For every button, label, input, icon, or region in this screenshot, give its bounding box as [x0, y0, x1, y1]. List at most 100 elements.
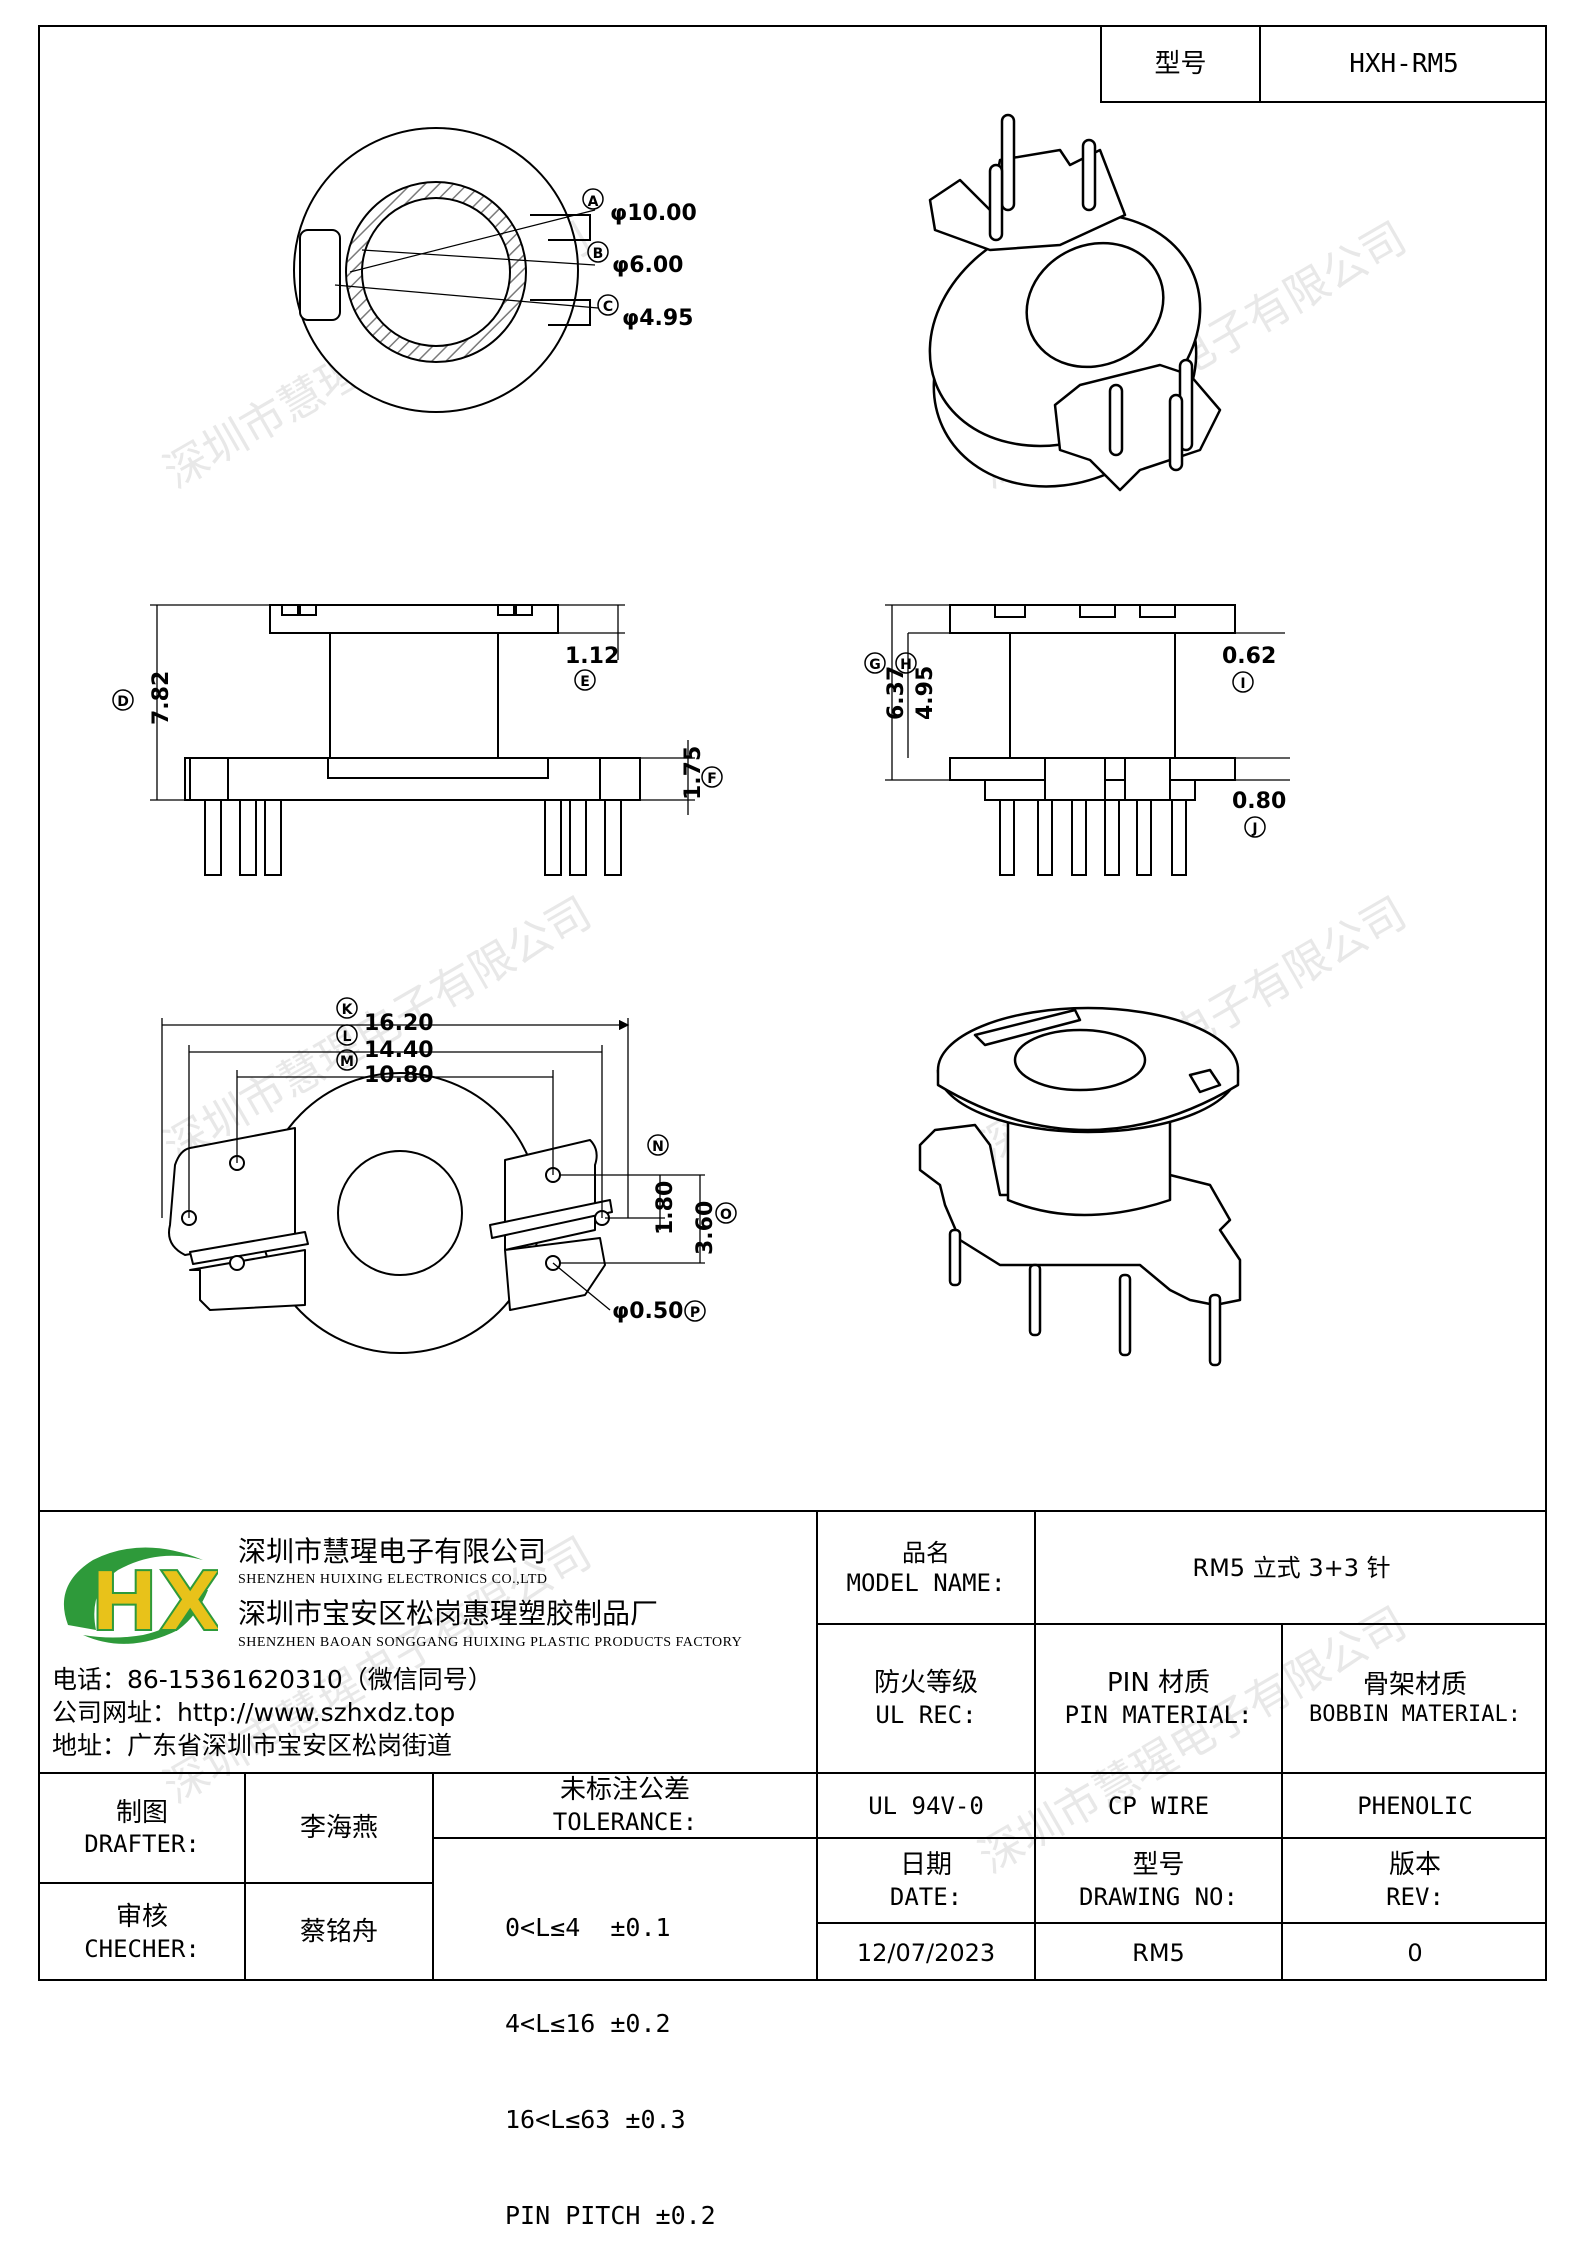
- dim-B: B φ6.00: [587, 241, 684, 278]
- dim-letter: H: [900, 657, 912, 673]
- company-phone: 电话：86-15361620310（微信同号）: [52, 1665, 493, 1694]
- dim-value: 1.12: [565, 644, 619, 669]
- dim-value: φ6.00: [612, 253, 684, 278]
- dim-letter: J: [1251, 821, 1257, 837]
- dim-D: D 7.82: [112, 671, 174, 725]
- dim-value: φ10.00: [610, 201, 697, 226]
- dim-letter: D: [117, 694, 129, 710]
- bobbin-material-cn: 骨架材质: [1362, 1669, 1467, 1700]
- drawing-sheet: [38, 25, 1547, 1981]
- front-view: [184, 604, 641, 876]
- pin-material-en: PIN MATERIAL:: [1064, 1700, 1253, 1729]
- dim-J: 0.80 J: [1232, 789, 1286, 838]
- drafter-cn: 制图: [115, 1797, 168, 1828]
- dim-I: 0.62 I: [1222, 644, 1276, 693]
- date-cn: 日期: [899, 1850, 952, 1881]
- dim-E: 1.12 E: [565, 644, 619, 691]
- dim-G: G 6.37: [864, 652, 909, 720]
- dim-F: 1.75 F: [681, 746, 723, 800]
- checker-en: CHECHER:: [84, 1934, 200, 1963]
- dim-O: 3.60 O: [693, 1201, 737, 1255]
- dim-value: 7.82: [149, 671, 174, 725]
- dim-letter: N: [652, 1139, 664, 1155]
- dim-value: φ0.50: [612, 1299, 684, 1324]
- tolerance-table: 0<L≤4 ±0.1 4<L≤16 ±0.2 16<L≤63 ±0.3 PIN …: [505, 1848, 716, 2264]
- rev-label: 版本 REV:: [1283, 1839, 1547, 1922]
- checker-cn: 审核: [115, 1902, 168, 1933]
- ul-rec-label: 防火等级 UL REC:: [818, 1625, 1034, 1772]
- dim-letter: F: [707, 771, 717, 787]
- dim-M: M 10.80: [336, 1049, 434, 1088]
- pin-material-cn: PIN 材质: [1106, 1668, 1211, 1699]
- checker-name: 蔡铭舟: [299, 1917, 378, 1948]
- pin-material-value: CP WIRE: [1107, 1791, 1210, 1820]
- drafter-name: 李海燕: [299, 1812, 378, 1843]
- tolerance-line: 16<L≤63 ±0.3: [505, 2105, 686, 2134]
- drafter-label: 制图 DRAFTER:: [40, 1774, 244, 1882]
- dim-value: 14.40: [364, 1038, 434, 1063]
- bobbin-material-en: BOBBIN MATERIAL:: [1309, 1702, 1521, 1727]
- dim-letter: K: [342, 1002, 354, 1018]
- dim-value: 0.62: [1222, 644, 1276, 669]
- factory-name-cn: 深圳市宝安区松岗惠瑆塑胶制品厂: [238, 1597, 659, 1630]
- dim-letter: I: [1240, 676, 1245, 692]
- dim-C: C φ4.95: [597, 294, 694, 331]
- bottom-dims: [161, 1018, 705, 1311]
- dim-value: 0.80: [1232, 789, 1286, 814]
- iso-view-top: [928, 113, 1222, 492]
- dim-N: N 1.80: [647, 1134, 678, 1235]
- dim-value: 1.75: [681, 746, 706, 800]
- company-name-cn: 深圳市慧瑆电子有限公司: [238, 1535, 547, 1568]
- type-value: HXH-RM5: [1349, 48, 1459, 79]
- dim-H: H 4.95: [895, 652, 938, 720]
- dim-value: 3.60: [693, 1201, 718, 1255]
- dim-value: 10.80: [364, 1063, 434, 1088]
- tolerance-label: 未标注公差 TOLERANCE:: [434, 1774, 816, 1837]
- top-view: [293, 127, 599, 413]
- technical-drawing: A φ10.00 B φ6.00 C φ4.95: [112, 113, 1290, 1367]
- model-name-value: RM5 立式 3+3 针: [1192, 1553, 1391, 1582]
- drawing-no-en: DRAWING NO:: [1079, 1882, 1238, 1911]
- dim-letter: L: [343, 1029, 352, 1045]
- tolerance-cn: 未标注公差: [559, 1775, 690, 1806]
- dim-value: 16.20: [364, 1011, 434, 1036]
- dim-value: 1.80: [653, 1181, 678, 1235]
- dim-P: φ0.50 P: [612, 1299, 706, 1324]
- drafter-en: DRAFTER:: [84, 1830, 200, 1859]
- dim-value: φ4.95: [622, 306, 694, 331]
- bobbin-material-value: PHENOLIC: [1357, 1791, 1473, 1820]
- tolerance-line: 0<L≤4 ±0.1: [505, 1913, 671, 1942]
- dim-letter: G: [869, 657, 881, 673]
- ul-rec-cn: 防火等级: [873, 1668, 978, 1699]
- company-website[interactable]: 公司网址：http://www.szhxdz.top: [52, 1698, 456, 1727]
- dim-A: A φ10.00: [582, 188, 697, 226]
- dim-L: L 14.40: [336, 1024, 434, 1063]
- dim-value: 6.37: [884, 666, 909, 720]
- company-address: 地址：广东省深圳市宝安区松岗街道: [52, 1731, 453, 1760]
- checker-label: 审核 CHECHER:: [40, 1884, 244, 1981]
- dim-letter: M: [340, 1054, 354, 1070]
- tolerance-line: PIN PITCH ±0.2: [505, 2201, 716, 2230]
- iso-view-bottom: [918, 1006, 1242, 1367]
- model-name-label: 品名 MODEL NAME:: [818, 1512, 1034, 1623]
- date-label: 日期 DATE:: [818, 1839, 1034, 1922]
- ul-value: UL 94V-0: [868, 1791, 984, 1820]
- rev-value: 0: [1407, 1938, 1423, 1967]
- dim-K: K 16.20: [336, 997, 434, 1036]
- drawing-no-label: 型号 DRAWING NO:: [1036, 1839, 1281, 1922]
- rev-en: REV:: [1386, 1882, 1444, 1911]
- side-view: [949, 604, 1236, 876]
- rev-cn: 版本: [1388, 1850, 1441, 1881]
- dim-letter: A: [588, 194, 599, 210]
- tolerance-en: TOLERANCE:: [552, 1807, 698, 1836]
- company-name-en: SHENZHEN HUIXING ELECTRONICS CO.,LTD: [238, 1572, 548, 1587]
- front-dims: [150, 604, 695, 815]
- drawing-no-cn: 型号: [1132, 1850, 1185, 1881]
- date-en: DATE:: [889, 1882, 963, 1911]
- company-logo: HX: [63, 1547, 218, 1651]
- date-value: 12/07/2023: [856, 1938, 996, 1967]
- dim-letter: O: [720, 1207, 732, 1223]
- logo-text: HX: [90, 1555, 218, 1650]
- model-name-en: MODEL NAME:: [846, 1568, 1006, 1597]
- tolerance-line: 4<L≤16 ±0.2: [505, 2009, 671, 2038]
